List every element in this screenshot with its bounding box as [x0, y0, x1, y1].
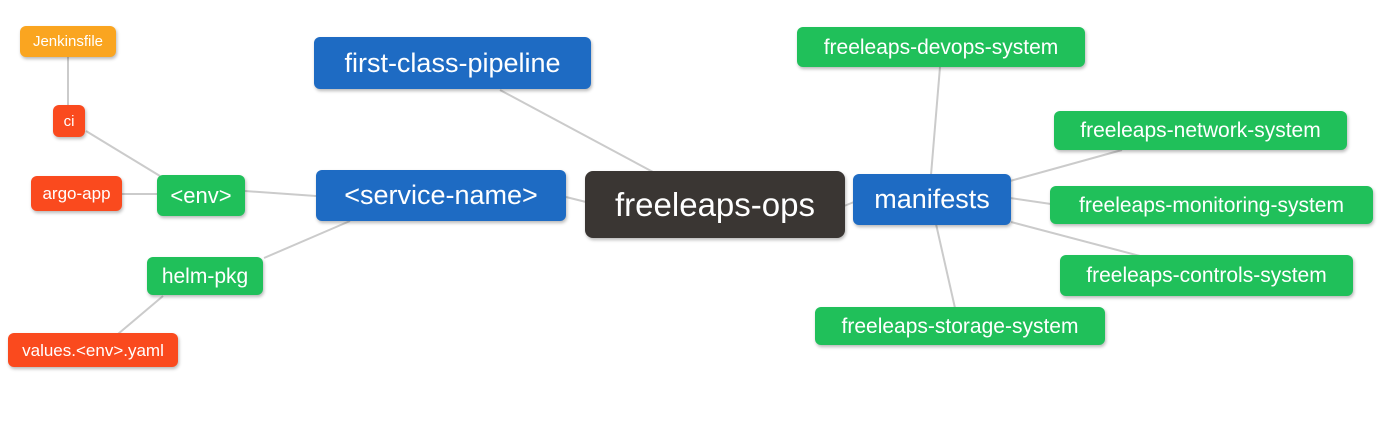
edge-manifests-devops: [930, 66, 941, 176]
node-freeleaps-controls-system[interactable]: freeleaps-controls-system: [1060, 255, 1353, 296]
edge-manifests-network: [1009, 149, 1123, 182]
edge-service-name-env: [244, 190, 317, 197]
node-jenkinsfile[interactable]: Jenkinsfile: [20, 26, 116, 57]
edge-env-ci: [85, 130, 161, 177]
node-values-env-yaml[interactable]: values.<env>.yaml: [8, 333, 178, 367]
edge-manifests-monitoring: [1009, 197, 1052, 205]
node-freeleaps-storage-system[interactable]: freeleaps-storage-system: [815, 307, 1105, 345]
node-argo-app[interactable]: argo-app: [31, 176, 122, 211]
edge-ops-service-name: [565, 196, 587, 203]
node-freeleaps-monitoring-system[interactable]: freeleaps-monitoring-system: [1050, 186, 1373, 224]
edge-ops-manifests: [843, 201, 855, 207]
node-env[interactable]: <env>: [157, 175, 245, 216]
node-helm-pkg[interactable]: helm-pkg: [147, 257, 263, 295]
node-ci[interactable]: ci: [53, 105, 85, 137]
node-freeleaps-network-system[interactable]: freeleaps-network-system: [1054, 111, 1347, 150]
node-manifests[interactable]: manifests: [853, 174, 1011, 225]
edge-helm-pkg-values: [117, 295, 164, 335]
edge-service-name-helm-pkg: [263, 220, 351, 259]
node-freeleaps-devops-system[interactable]: freeleaps-devops-system: [797, 27, 1085, 67]
node-freeleaps-ops[interactable]: freeleaps-ops: [585, 171, 845, 238]
node-first-class-pipeline[interactable]: first-class-pipeline: [314, 37, 591, 89]
edge-manifests-storage: [935, 223, 956, 309]
node-service-name[interactable]: <service-name>: [316, 170, 566, 221]
edge-ops-first-class-pipeline: [499, 89, 654, 173]
edge-manifests-controls: [1010, 221, 1141, 257]
